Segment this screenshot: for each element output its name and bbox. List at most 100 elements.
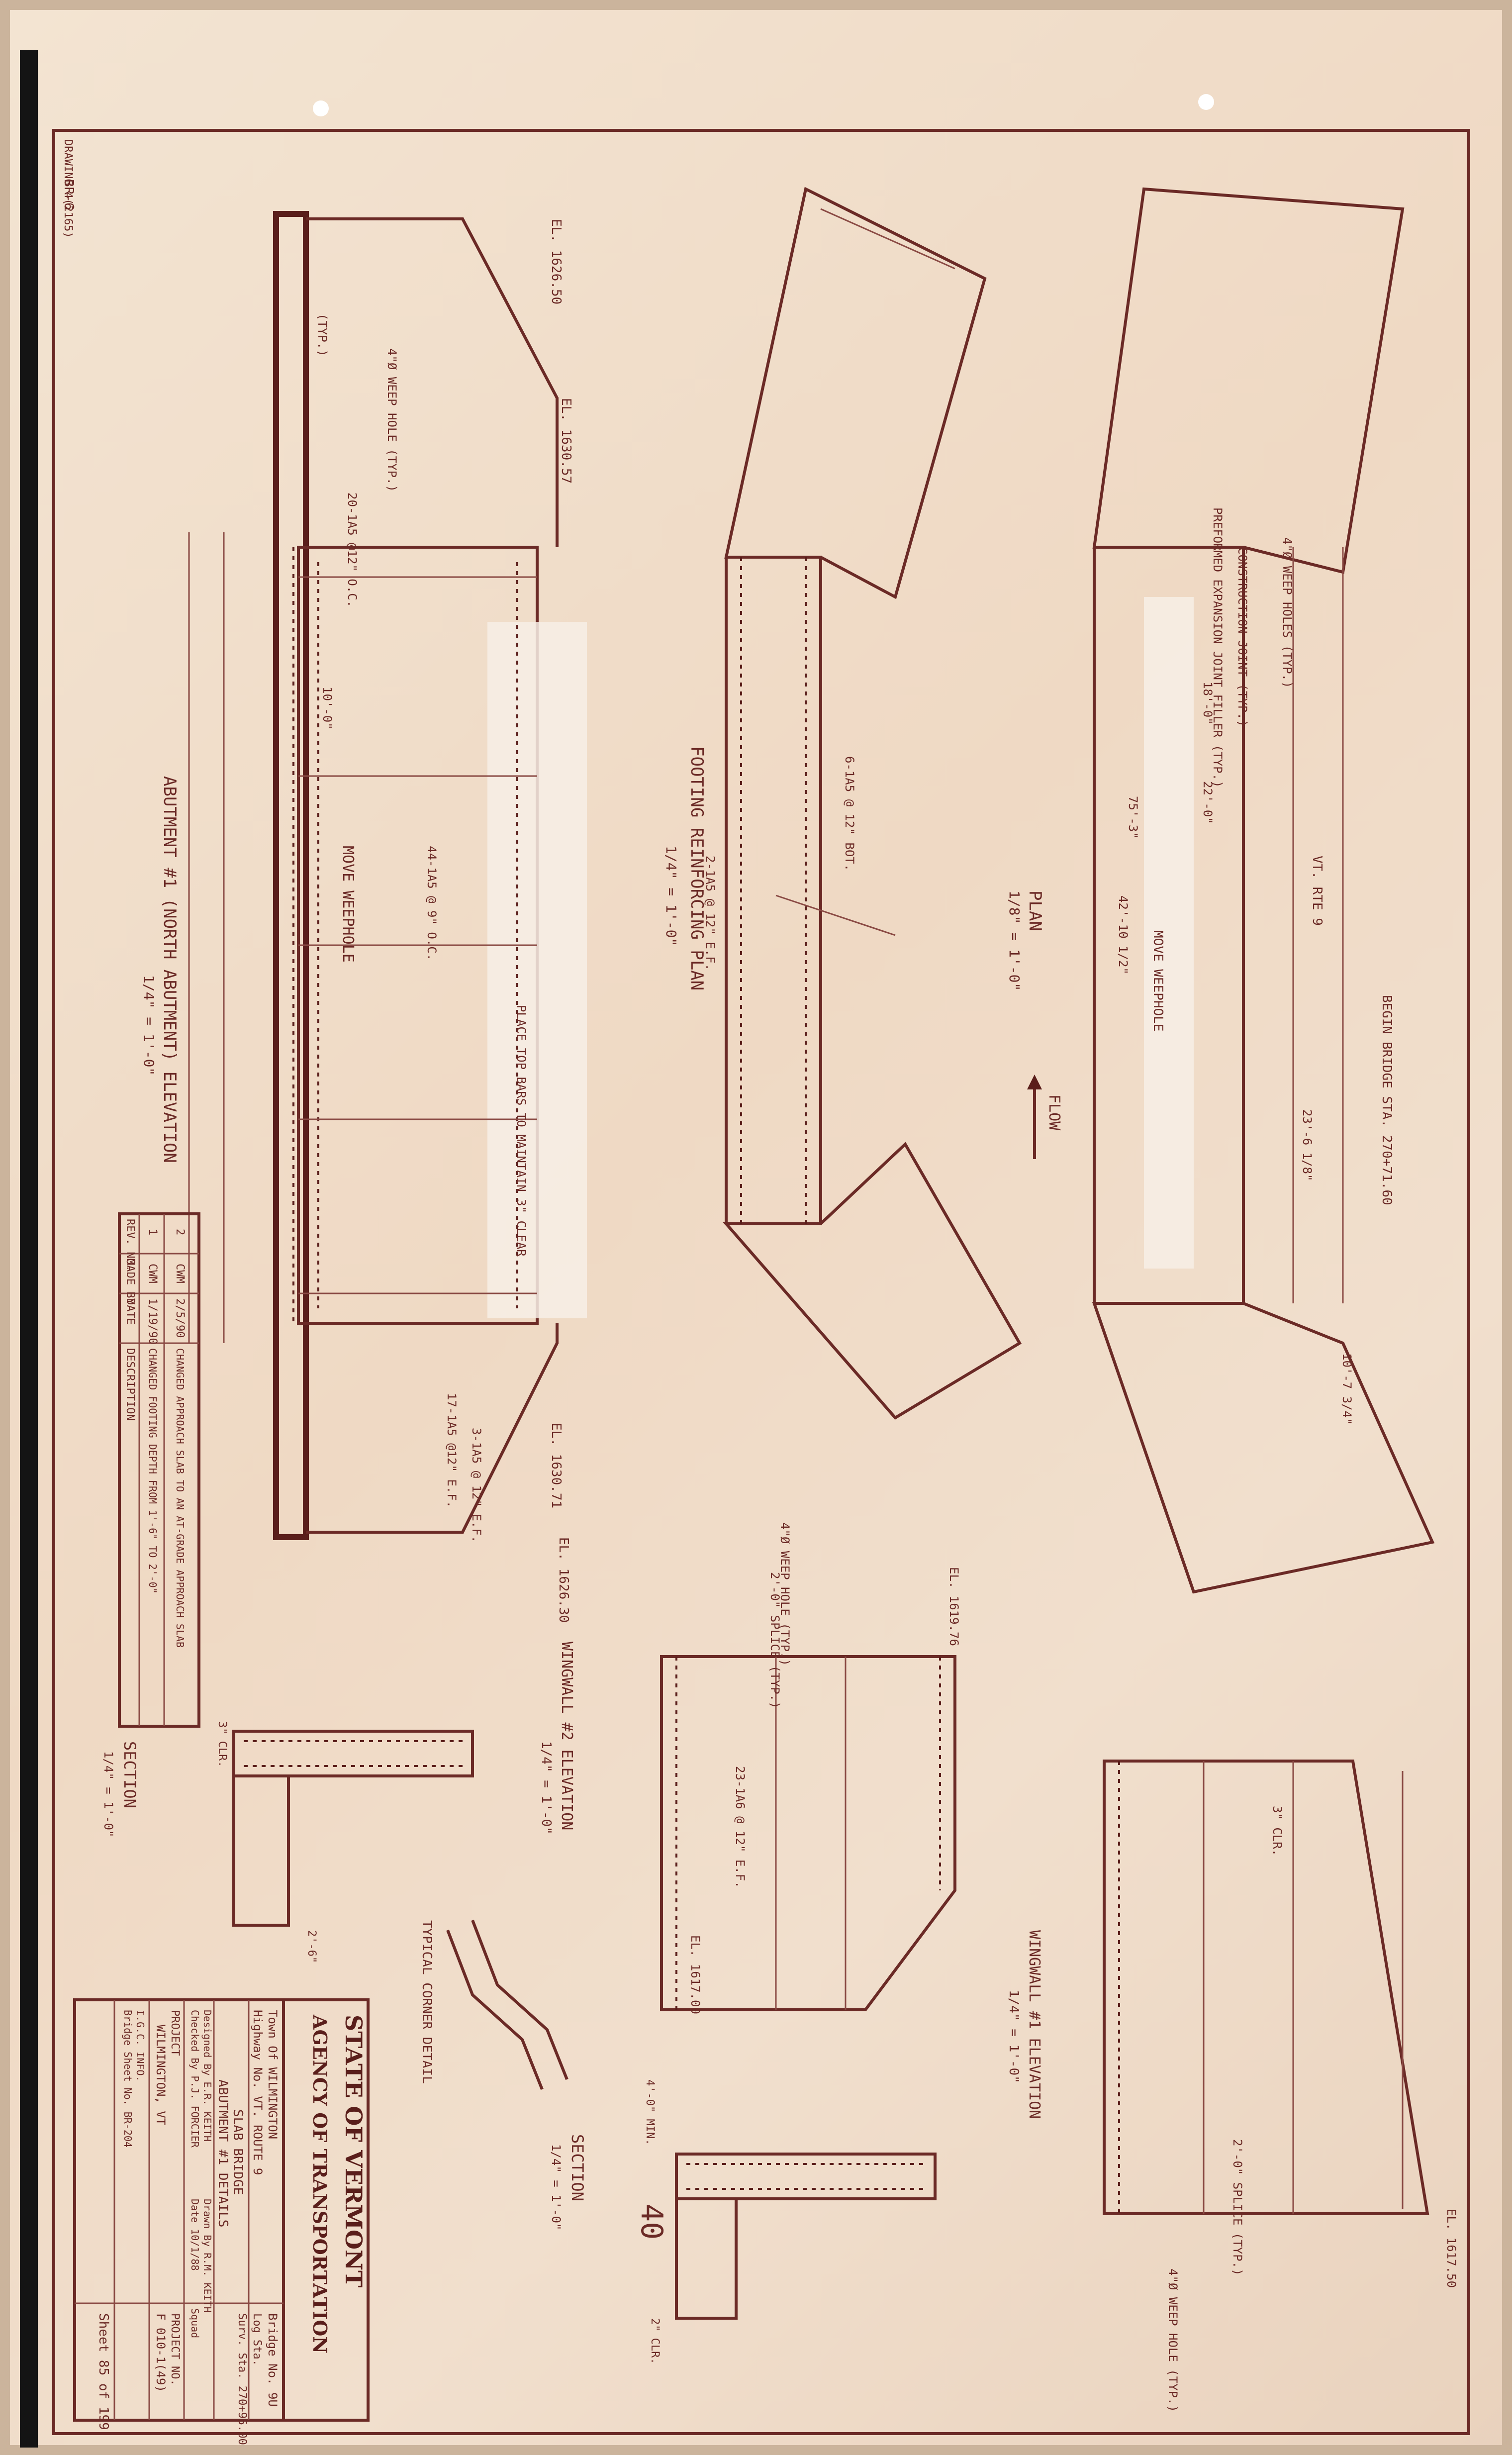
dimension-label: 75'-3" xyxy=(1126,796,1140,839)
bridge-no-field: Bridge No. 9U xyxy=(266,2313,280,2407)
section-title: SECTION xyxy=(568,2134,587,2201)
dimension-label: 22'-0" xyxy=(1201,781,1215,824)
date-field: Date 10/1/88 xyxy=(189,2199,201,2271)
revision-header: MADE BY xyxy=(124,1259,136,1305)
revision-table xyxy=(118,1212,200,1728)
wingwall2-title: WINGWALL #2 ELEVATION xyxy=(558,1642,575,1830)
plan-wing-bottom xyxy=(1092,1302,1435,1594)
abutment-elevation xyxy=(188,211,587,1540)
dimension-label: 10'-7 3/4" xyxy=(1340,1353,1354,1425)
section-detail-left xyxy=(232,1730,474,1927)
drawn-by: Drawn By R.M. KEITH xyxy=(201,2199,213,2313)
revision-cell: 2 xyxy=(174,1229,186,1235)
wingwall1-scale: 1/4" = 1'-0" xyxy=(1006,1990,1021,2083)
bridge-sheet-no: Bridge Sheet No. BR-204 xyxy=(122,2010,134,2148)
elevation-label: EL. 1626.30 xyxy=(556,1537,571,1623)
revision-header: REV. NO. xyxy=(124,1219,136,1272)
revision-header: DESCRIPTION xyxy=(124,1348,136,1421)
wingwall1-outline xyxy=(1103,1760,1429,2215)
plus-top-note: PLACE TOP BARS TO MAINTAIN 3" CLEAR xyxy=(514,1005,528,1257)
section-detail-right xyxy=(675,2153,937,2320)
corner-detail-line xyxy=(446,1929,544,2090)
rebar-note: 23-1A6 @ 12" E.F. xyxy=(733,1766,747,1888)
clear-note: 3" CLR. xyxy=(1270,1806,1284,1856)
flow-arrowhead xyxy=(1027,1075,1042,1089)
bridge-type: SLAB BRIDGE xyxy=(230,2109,245,2195)
typ-note: (TYP.) xyxy=(315,313,329,357)
rebar-line xyxy=(775,894,896,936)
revision-table-frame xyxy=(118,1212,200,1728)
elevation-label: EL. 1617.00 xyxy=(688,1935,702,2014)
revision-cell: CHANGED APPROACH SLAB TO AN AT-GRADE APP… xyxy=(174,1348,186,1648)
splice-note: 2'-0" SPLICE (TYP.) xyxy=(1230,2139,1244,2276)
rebar-note: 2-1A5 @ 12" E.F. xyxy=(703,856,717,971)
corner-detail-title: TYPICAL CORNER DETAIL xyxy=(419,1920,434,2084)
begin-bridge-note: BEGIN BRIDGE STA. 270+71.60 xyxy=(1379,995,1394,1205)
plan-erasure xyxy=(1144,597,1194,1269)
dimension-label: 23'-6 1/8" xyxy=(1300,1109,1314,1181)
wingwall2-outline xyxy=(660,1655,956,2011)
dimension-label: 42'-10 1/2" xyxy=(1116,895,1130,975)
dimension-label: 18'-0" xyxy=(1201,682,1215,725)
section-wall xyxy=(232,1730,474,1777)
section-footing xyxy=(675,2197,738,2320)
designed-by: Designed By E.R. KEITH xyxy=(201,2010,213,2142)
rebar-note: 3-1A5 @ 12" E.F. xyxy=(470,1428,483,1543)
wingwall1-elevation xyxy=(1103,1760,1429,2215)
weep-hole-note: 4"Ø WEEP HOLE (TYP.) xyxy=(385,348,399,492)
elevation-label: EL. 1630.57 xyxy=(559,398,573,484)
weep-hole-note: 4"Ø WEEP HOLE (TYP.) xyxy=(778,1522,792,1666)
abutment-cap-line xyxy=(273,211,309,1540)
project-no-label: PROJECT NO. xyxy=(169,2313,181,2386)
vt-route-note: VT. RTE 9 xyxy=(1310,856,1324,926)
squad-field: Squad xyxy=(189,2308,201,2338)
section-wall xyxy=(675,2153,937,2200)
elevation-label: EL. 1617.50 xyxy=(1444,2209,1458,2288)
clear-note: 2" CLR. xyxy=(649,2318,661,2364)
wing-outline-bottom xyxy=(306,1323,559,1534)
highway-field: Highway No. VT. ROUTE 9 xyxy=(251,2010,265,2175)
sheet-description: ABUTMENT #1 DETAILS xyxy=(215,2079,230,2227)
splice-note: 2'-0" SPLICE (TYP.) xyxy=(768,1572,782,1709)
corner-detail xyxy=(446,1919,568,2090)
rebar-note: 6-1A5 @ 12" BOT. xyxy=(843,756,856,871)
punch-hole-right xyxy=(1198,94,1214,110)
project-name: WILMINGTON, VT xyxy=(154,2025,168,2125)
weep-hole-note: 4"Ø WEEP HOLE (TYP.) xyxy=(1166,2268,1180,2412)
flow-label: FLOW xyxy=(1045,1094,1063,1131)
footing-wing-bottom xyxy=(723,1142,1022,1420)
wingwall1-title: WINGWALL #1 ELEVATION xyxy=(1026,1930,1043,2119)
abutment-elevation-title: ABUTMENT #1 (NORTH ABUTMENT) ELEVATION xyxy=(160,776,180,1163)
punch-hole-left xyxy=(313,100,329,116)
igc-info: I.G.C. INFO. xyxy=(134,2010,146,2082)
elevation-label: EL. 1630.71 xyxy=(549,1423,564,1508)
binding-strip xyxy=(20,50,38,2448)
rebar-line xyxy=(820,208,955,270)
wingwall2-elevation xyxy=(660,1655,956,2011)
revision-cell: CHANGED FOOTING DEPTH FROM 1'-6" TO 2'-0… xyxy=(147,1348,159,1594)
checked-by: Checked By P.J. FORCIER xyxy=(189,2010,201,2148)
rebar-note: 17-1A5 @12" E.F. xyxy=(445,1393,459,1508)
surv-sta-field: Surv. Sta. 270+95.00 xyxy=(236,2313,248,2445)
section-scale: 1/4" = 1'-0" xyxy=(101,1751,115,1837)
revision-cell: CWM xyxy=(174,1264,186,1283)
plan-scale: 1/8" = 1'-0" xyxy=(1006,890,1023,991)
elevation-label: EL. 1619.76 xyxy=(947,1567,961,1646)
log-sta-field: Log Sta. xyxy=(251,2313,263,2366)
footing-wing-top xyxy=(724,187,987,599)
footing-plan xyxy=(723,187,1022,1420)
wing-outline-top xyxy=(306,217,559,547)
dimension-label: 2'-6" xyxy=(305,1930,318,1963)
page-mark: 40 xyxy=(634,2204,669,2240)
margin-mark: BR-6 xyxy=(61,179,76,210)
revision-cell: 2/5/90 xyxy=(174,1298,186,1338)
footing-plan-title: FOOTING REINFORCING PLAN xyxy=(687,746,707,990)
town-field: Town Of WILMINGTON xyxy=(266,2010,280,2139)
section-scale: 1/4" = 1'-0" xyxy=(549,2144,563,2230)
revision-cell: 1 xyxy=(146,1229,159,1235)
rebar-note: 44-1A5 @ 9" O.C. xyxy=(425,846,439,961)
title-block xyxy=(73,1998,370,2422)
project-no: F 010-1(49) xyxy=(154,2313,168,2392)
plan-title: PLAN xyxy=(1025,890,1045,931)
